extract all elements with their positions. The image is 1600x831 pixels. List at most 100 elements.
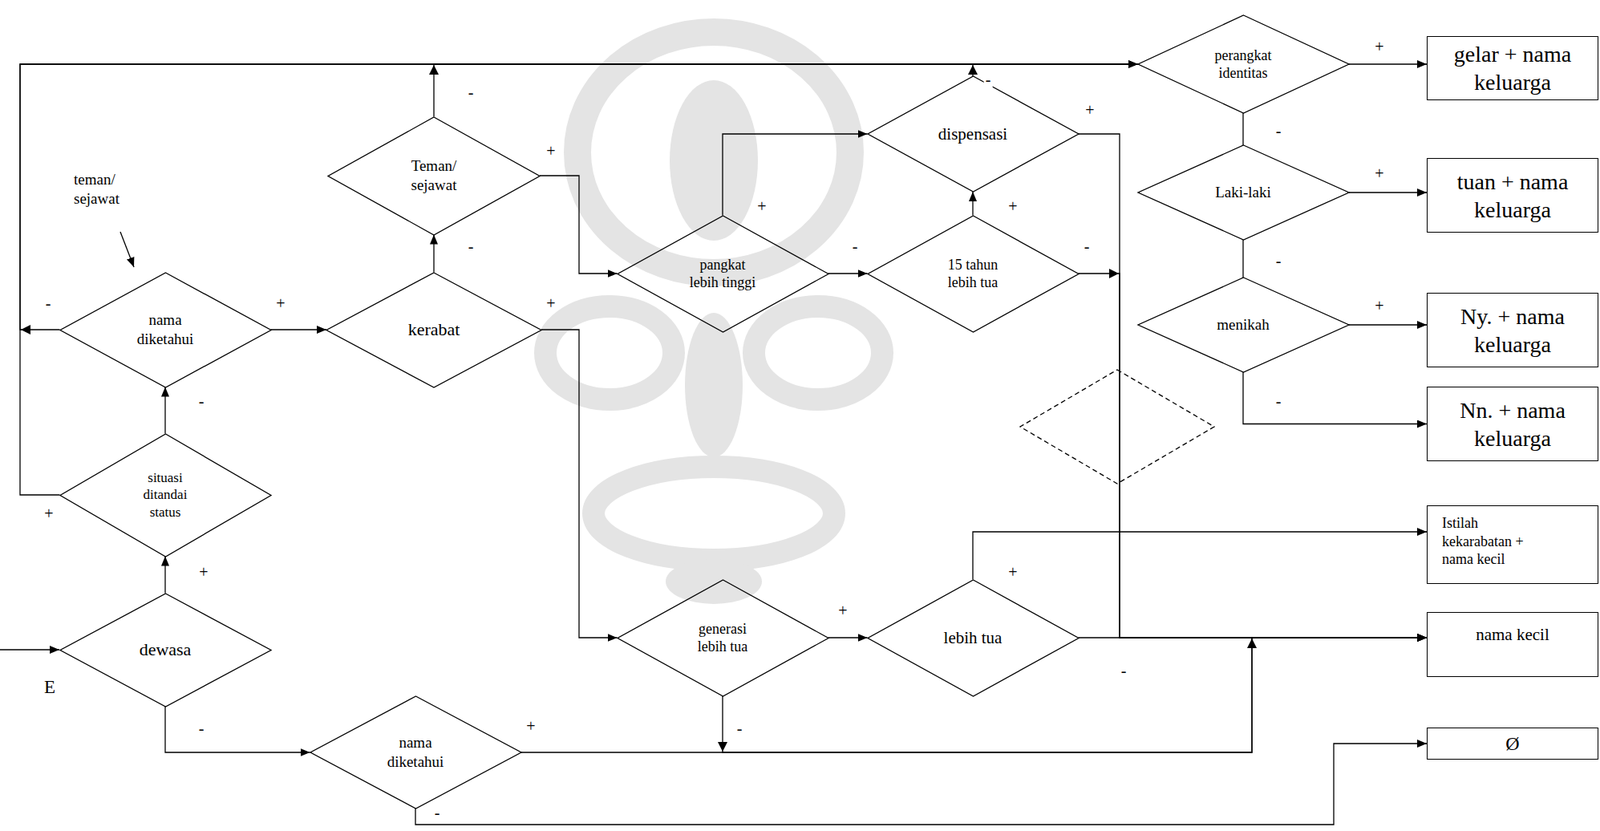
dashed-diamond [1020,369,1215,484]
diamond-outline [60,272,272,388]
flow-connector [20,64,1139,330]
diamond-outline [867,579,1079,697]
diamond-outline [1138,145,1349,240]
flow-connector [164,387,166,434]
decision-diamond: 15 tahun lebih tua [867,215,1079,333]
diamond-outline [326,272,542,388]
callout-label: teman/ sejawat [73,170,140,209]
decision-diamond: nama diketahui [310,696,522,809]
branch-sign: + [544,295,557,312]
flow-connector [1243,372,1427,425]
decision-diamond: perangkat identitas [1138,15,1349,114]
diamond-outline [867,215,1079,333]
node-text: Ny. + nama keluarga [1434,302,1591,359]
flow-connector [722,637,1427,753]
branch-sign: + [1083,101,1096,118]
branch-sign: - [44,295,53,312]
flow-connector [541,329,618,638]
outcome-box: Ø [1426,727,1599,760]
diamond-outline [1138,15,1349,114]
watermark-flame [669,80,758,241]
flow-connector [972,64,1139,77]
outcome-box: nama kecil [1426,611,1599,677]
branch-sign: + [755,198,768,215]
node-text: tuan + nama keluarga [1434,167,1591,224]
diamond-outline [617,215,829,333]
flow-connector [539,175,618,274]
diamond-outline [328,117,540,235]
branch-sign: - [850,238,860,255]
flow-connector [433,234,434,273]
branch-sign: + [1373,38,1386,55]
decision-diamond: menikah [1138,277,1349,373]
flow-connector [1078,273,1428,638]
decision-diamond: situasi ditandai status [60,433,272,557]
branch-sign: - [433,804,442,821]
decision-diamond: Laki-laki [1138,145,1349,240]
node-text: lebih tua [943,627,1003,649]
node-text: 15 tahun lebih tua [939,255,1008,292]
node-text: nama diketahui [383,733,448,772]
flow-connector [828,636,868,638]
decision-diamond: lebih tua [867,579,1079,697]
node-text: nama kecil [1475,623,1550,645]
diamond-outline [617,579,829,697]
watermark-ring [577,32,851,273]
outcome-box: tuan + nama keluarga [1426,157,1599,233]
flow-connector [415,743,1427,825]
branch-sign: - [1082,238,1092,255]
decision-diamond: generasi lebih tua [617,579,829,697]
branch-sign: + [42,505,55,522]
node-text: Teman/ sejawat [401,156,466,195]
outcome-box: Nn. + nama keluarga [1426,386,1599,462]
node-text: kerabat [408,318,461,341]
watermark-mouth [593,466,835,560]
flow-connector [972,531,1427,580]
node-text: nama diketahui [133,310,198,349]
watermark-nose [684,312,743,458]
branch-sign: + [197,563,210,580]
outcome-box: gelar + nama keluarga [1426,36,1599,101]
branch-sign: - [1119,662,1129,679]
entry-arrow [0,648,60,650]
decision-diamond: Teman/ sejawat [328,117,540,235]
outcome-box: Ny. + nama keluarga [1426,292,1599,368]
node-text: dewasa [139,638,192,661]
watermark-scroll [545,306,674,400]
branch-sign: + [524,717,537,734]
node-text: perangkat identitas [1209,46,1278,83]
flow-connector [972,191,973,216]
branch-sign: + [1006,563,1019,580]
diamond-outline [60,433,272,557]
node-text: generasi lebih tua [688,619,758,657]
diamond-outline [617,579,829,697]
branch-sign: - [1274,122,1284,139]
flow-connector [828,272,868,274]
diamond-outline [328,117,540,235]
node-text: Nn. + nama keluarga [1434,396,1591,453]
callout-leader [120,231,134,268]
decision-diamond: nama diketahui [60,272,272,388]
branch-sign: + [1006,198,1019,215]
node-text: pangkat lebih tinggi [684,255,762,292]
node-text: Istilah kekarabatan + nama kecil [1442,514,1539,569]
node-text: situasi ditandai status [137,469,194,521]
branch-sign: + [274,295,287,312]
diamond-outline [310,696,522,809]
node-text: Ø [1505,731,1519,756]
decision-diamond: kerabat [326,272,542,388]
flow-connector [1348,191,1428,193]
branch-sign: + [836,602,849,619]
node-text: menikah [1216,315,1269,335]
branch-sign: - [1274,392,1284,410]
flow-connector [1078,133,1428,638]
flow-connector [1242,239,1244,278]
flow-connector [1242,113,1244,146]
decision-diamond: dispensasi [867,76,1079,192]
branch-sign: + [1373,165,1386,182]
branch-sign: - [466,238,476,255]
outcome-box: Istilah kekarabatan + nama kecil [1426,505,1599,584]
diamond-outline [60,593,272,707]
flow-connector [165,706,311,754]
